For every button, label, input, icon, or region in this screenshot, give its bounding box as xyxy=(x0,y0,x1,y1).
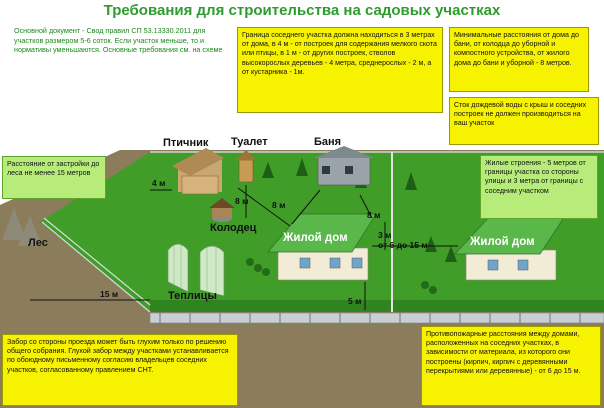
dist-8m-well-toilet: 8 м xyxy=(272,200,286,210)
label-house-1: Жилой дом xyxy=(283,232,348,244)
left-fence xyxy=(41,217,151,313)
label-bath: Баня xyxy=(314,136,342,148)
greenhouses xyxy=(167,243,225,297)
house-2 xyxy=(454,215,566,281)
bushes xyxy=(246,258,437,294)
bath xyxy=(314,146,374,186)
dist-3m: 3 м xyxy=(378,230,392,240)
dist-6-15m: от 6 до 15 м xyxy=(378,240,428,250)
note-rain-runoff: Сток дождевой воды с крыш и соседних пос… xyxy=(449,97,599,145)
forest-trees xyxy=(2,208,42,246)
label-house-2: Жилой дом xyxy=(470,236,535,248)
dist-8m-house-bath: 8 м xyxy=(367,210,381,220)
house-1 xyxy=(267,213,377,281)
note-living-buildings: Жилые строения - 5 метров от границы уча… xyxy=(480,155,598,219)
front-fence xyxy=(149,312,604,324)
dist-4m-poultry: 4 м xyxy=(152,178,166,188)
dist-15m-forest: 15 м xyxy=(100,289,119,299)
note-min-distances: Минимальные расстояния от дома до бани, … xyxy=(449,27,589,92)
lawn-shade xyxy=(150,300,604,312)
label-toilet: Туалет xyxy=(231,136,268,148)
poultry-house xyxy=(172,148,224,195)
dist-5m: 5 м xyxy=(348,296,362,306)
label-greenhouses: Теплицы xyxy=(168,290,217,302)
distance-arrows xyxy=(30,185,458,310)
intro-text: Основной документ - Свод правил СП 53.13… xyxy=(14,26,223,55)
note-neighbor-border: Граница соседнего участка должна находит… xyxy=(237,27,443,113)
toilet xyxy=(236,150,256,183)
note-fire-distances: Противопожарные расстояния между домами,… xyxy=(421,326,601,406)
label-forest: Лес xyxy=(28,237,48,249)
label-poultry: Птичник xyxy=(163,137,209,149)
page-title: Требования для строительства на садовых … xyxy=(103,2,501,19)
label-well: Колодец xyxy=(210,222,257,234)
dist-8m-toilet: 8 м xyxy=(235,196,249,206)
note-fence: Забор со стороны проезда может быть глух… xyxy=(2,334,238,406)
note-forest: Расстояние от застройки до леса не менее… xyxy=(2,156,106,199)
well xyxy=(209,198,235,222)
